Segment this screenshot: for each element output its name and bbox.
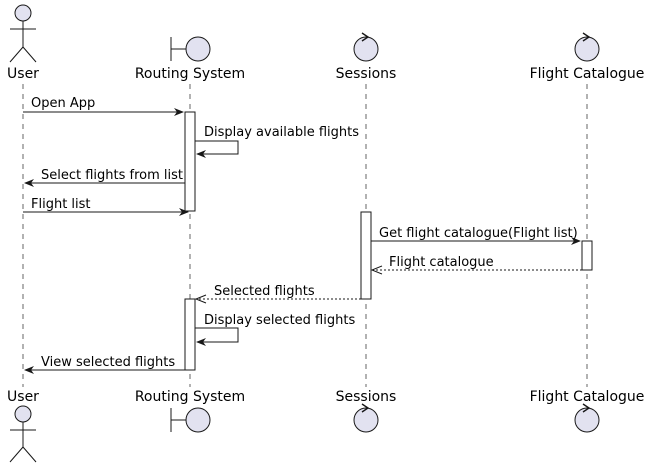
message-selected-flights-label: Selected flights xyxy=(214,284,315,299)
message-get-catalogue-arrowhead xyxy=(571,237,581,245)
message-display-selected-label: Display selected flights xyxy=(204,313,355,328)
message-display-selected-arrowhead xyxy=(196,338,206,346)
message-display-available-label: Display available flights xyxy=(204,125,359,140)
message-open-app-label: Open App xyxy=(31,96,95,111)
message-flight-catalogue-arrowhead xyxy=(370,265,383,275)
participant-label-user-bottom: User xyxy=(7,389,39,405)
actor-icon-user-bottom xyxy=(9,405,37,463)
message-display-selected-line xyxy=(195,327,239,343)
message-select-flights-label: Select flights from list xyxy=(41,168,183,183)
message-get-catalogue-label: Get flight catalogue(Flight list) xyxy=(379,226,578,241)
activation-catalogue xyxy=(581,240,593,271)
participant-label-user-top: User xyxy=(7,66,39,82)
boundary-icon-routing-top xyxy=(170,36,211,62)
activation-routing-1 xyxy=(184,111,196,212)
message-view-selected-arrowhead xyxy=(24,366,34,374)
participant-label-sessions-bottom: Sessions xyxy=(336,389,397,405)
message-flight-catalogue-label: Flight catalogue xyxy=(389,255,494,270)
message-open-app-arrowhead xyxy=(174,108,184,116)
actor-icon-user-top xyxy=(9,4,37,63)
message-selected-flights-arrowhead xyxy=(194,294,207,304)
participant-label-catalogue-bottom: Flight Catalogue xyxy=(530,389,645,405)
control-icon-catalogue-top xyxy=(574,32,600,62)
activation-routing-2 xyxy=(184,298,196,371)
message-display-available-line xyxy=(195,140,239,155)
message-flight-list-label: Flight list xyxy=(31,197,91,212)
boundary-icon-routing-bottom xyxy=(170,407,211,433)
control-icon-sessions-bottom xyxy=(353,403,379,433)
activation-sessions xyxy=(360,211,372,300)
participant-label-routing-top: Routing System xyxy=(135,66,245,82)
participant-label-routing-bottom: Routing System xyxy=(135,389,245,405)
participant-label-sessions-top: Sessions xyxy=(336,66,397,82)
message-view-selected-label: View selected flights xyxy=(41,355,175,370)
message-display-available-arrowhead xyxy=(196,150,206,158)
participant-label-catalogue-top: Flight Catalogue xyxy=(530,66,645,82)
control-icon-sessions-top xyxy=(353,32,379,62)
message-select-flights-arrowhead xyxy=(24,179,34,187)
control-icon-catalogue-bottom xyxy=(574,403,600,433)
message-flight-list-arrowhead xyxy=(179,208,189,216)
